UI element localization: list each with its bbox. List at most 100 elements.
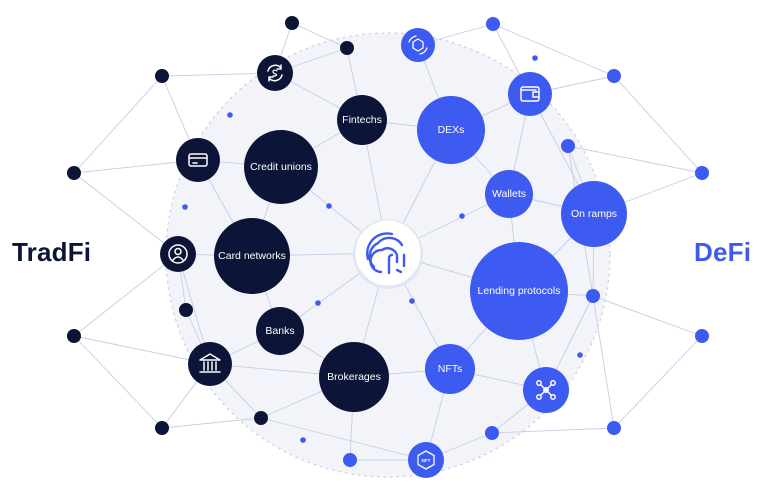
node-card[interactable] bbox=[176, 138, 220, 182]
node-bank-building[interactable] bbox=[188, 342, 232, 386]
node-wallets[interactable]: Wallets bbox=[485, 170, 533, 218]
satellite-dot bbox=[227, 112, 233, 118]
edge-line bbox=[592, 295, 703, 337]
node-on-ramps[interactable]: On ramps bbox=[561, 181, 627, 247]
edge-line bbox=[73, 253, 179, 337]
satellite-dot bbox=[561, 139, 575, 153]
defi-label: DeFi bbox=[694, 237, 752, 267]
node-network[interactable] bbox=[523, 367, 569, 413]
satellite-dot bbox=[155, 421, 169, 435]
satellite-dot bbox=[254, 411, 268, 425]
satellite-dot bbox=[340, 41, 354, 55]
node-label: Credit unions bbox=[250, 161, 312, 173]
node-label: NFTs bbox=[438, 363, 463, 375]
node-label: Fintechs bbox=[342, 114, 382, 126]
satellite-dot bbox=[285, 16, 299, 30]
satellite-dot bbox=[607, 421, 621, 435]
node-circle bbox=[244, 130, 318, 204]
satellite-dot bbox=[409, 298, 415, 304]
node-label: Brokerages bbox=[327, 371, 381, 383]
node-dollar-cycle[interactable] bbox=[257, 55, 293, 91]
node-brokerages[interactable]: Brokerages bbox=[319, 342, 389, 412]
satellite-dot bbox=[695, 329, 709, 343]
satellite-dot bbox=[343, 453, 357, 467]
satellite-dot bbox=[607, 69, 621, 83]
node-circle bbox=[470, 242, 568, 340]
node-circle bbox=[188, 342, 232, 386]
node-circle bbox=[508, 72, 552, 116]
satellite-dot bbox=[67, 329, 81, 343]
node-dexs[interactable]: DEXs bbox=[417, 96, 485, 164]
node-label: Card networks bbox=[218, 250, 286, 262]
edge-line bbox=[73, 172, 179, 255]
wallet-icon bbox=[520, 86, 540, 102]
edge-line bbox=[260, 417, 427, 461]
node-fintechs[interactable]: Fintechs bbox=[337, 95, 387, 145]
network-icon bbox=[536, 380, 556, 400]
satellite-dot bbox=[532, 55, 538, 61]
dollar-cycle-icon bbox=[267, 64, 283, 82]
node-circle bbox=[337, 95, 387, 145]
node-label: On ramps bbox=[571, 208, 617, 220]
node-circle bbox=[408, 442, 444, 478]
node-label: Wallets bbox=[492, 188, 526, 200]
satellite-dot bbox=[586, 289, 600, 303]
node-circle bbox=[485, 170, 533, 218]
satellite-dot bbox=[577, 352, 583, 358]
edge-line bbox=[567, 145, 703, 174]
edge-line bbox=[613, 75, 703, 174]
node-circle bbox=[561, 181, 627, 247]
hub-circle bbox=[354, 219, 422, 287]
node-circle bbox=[256, 307, 304, 355]
nft-badge-icon: NFT bbox=[417, 450, 435, 470]
node-label: Lending protocols bbox=[478, 285, 561, 297]
edge-line bbox=[73, 335, 211, 365]
node-circle bbox=[257, 55, 293, 91]
node-banks[interactable]: Banks bbox=[256, 307, 304, 355]
satellite-dot bbox=[459, 213, 465, 219]
edge-line bbox=[73, 75, 163, 174]
bank-building-icon bbox=[199, 353, 221, 373]
node-lending-protocols[interactable]: Lending protocols bbox=[470, 242, 568, 340]
satellite-dot bbox=[300, 437, 306, 443]
satellite-dot bbox=[315, 300, 321, 306]
edge-line bbox=[613, 335, 703, 429]
satellite-dot bbox=[695, 166, 709, 180]
node-crypto-cycle[interactable] bbox=[401, 28, 435, 62]
edge-line bbox=[492, 23, 615, 77]
satellite-dot bbox=[326, 203, 332, 209]
edge-line bbox=[592, 295, 615, 429]
satellite-dot bbox=[179, 303, 193, 317]
node-nft-badge[interactable]: NFT bbox=[408, 442, 444, 478]
satellite-dot bbox=[486, 17, 500, 31]
satellite-dot bbox=[182, 204, 188, 210]
node-card-networks[interactable]: Card networks bbox=[214, 218, 290, 294]
tradfi-label: TradFi bbox=[12, 237, 92, 267]
user-icon bbox=[168, 244, 188, 264]
svg-text:NFT: NFT bbox=[422, 458, 431, 463]
satellite-dot bbox=[485, 426, 499, 440]
node-nfts[interactable]: NFTs bbox=[425, 344, 475, 394]
satellite-dot bbox=[67, 166, 81, 180]
fingerprint-logo-icon bbox=[366, 232, 406, 275]
node-label: Banks bbox=[265, 325, 294, 337]
edge-line bbox=[161, 417, 262, 429]
node-user[interactable] bbox=[160, 236, 196, 272]
node-hub[interactable] bbox=[353, 219, 423, 289]
node-circle bbox=[319, 342, 389, 412]
satellite-dot bbox=[155, 69, 169, 83]
node-wallet[interactable] bbox=[508, 72, 552, 116]
credit-card-icon bbox=[188, 153, 208, 167]
node-label: DEXs bbox=[438, 124, 465, 136]
crypto-cycle-icon bbox=[408, 35, 428, 55]
edge-line bbox=[73, 335, 163, 429]
node-credit-unions[interactable]: Credit unions bbox=[244, 130, 318, 204]
node-circle bbox=[214, 218, 290, 294]
edge-line bbox=[161, 72, 276, 77]
node-circle bbox=[425, 344, 475, 394]
node-circle bbox=[417, 96, 485, 164]
edge-line bbox=[291, 22, 348, 49]
edge-line bbox=[491, 427, 615, 434]
